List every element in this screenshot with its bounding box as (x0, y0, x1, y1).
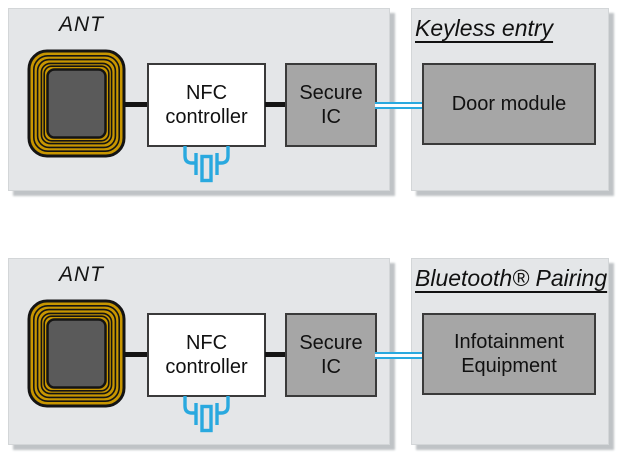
secure-ic-to-door-module-link (375, 102, 422, 109)
door-module-label: Door module (451, 92, 567, 115)
antenna-label: ANT (59, 13, 104, 36)
keyless-entry-section: ANT NFC controller Secure IC (0, 8, 620, 191)
bluetooth-pairing-panel: Bluetooth® Pairing Infotainment Equipmen… (411, 258, 609, 445)
infotainment-equipment-label: Infotainment Equipment (453, 330, 565, 377)
nfc-controller-box: NFC controller (147, 63, 266, 147)
antenna-to-nfc-wire (125, 102, 149, 107)
antenna-coil-icon (27, 49, 126, 158)
antenna-to-nfc-wire (125, 352, 149, 357)
bluetooth-pairing-section: ANT NFC controller Secure IC (0, 258, 620, 445)
nfc-controller-label: NFC controller (165, 81, 248, 128)
nfc-system-panel-bluetooth: ANT NFC controller Secure IC (8, 258, 390, 445)
bluetooth-pairing-title: Bluetooth® Pairing (415, 265, 608, 291)
secure-ic-label: Secure IC (299, 81, 363, 128)
door-module-box: Door module (422, 63, 596, 145)
secure-ic-box: Secure IC (285, 63, 377, 147)
antenna-label: ANT (59, 263, 104, 286)
secure-ic-label: Secure IC (299, 331, 363, 378)
keyless-entry-panel: Keyless entry Door module (411, 8, 609, 191)
nfc-to-secure-ic-wire (265, 352, 287, 357)
antenna-coil-icon (27, 299, 126, 408)
keyless-entry-title: Keyless entry (415, 15, 554, 41)
crystal-oscillator-icon (183, 396, 230, 433)
infotainment-equipment-box: Infotainment Equipment (422, 313, 596, 395)
crystal-oscillator-icon (183, 146, 230, 183)
nfc-controller-label: NFC controller (165, 331, 248, 378)
nfc-system-panel-keyless: ANT NFC controller Secure IC (8, 8, 390, 191)
nfc-to-secure-ic-wire (265, 102, 287, 107)
secure-ic-box: Secure IC (285, 313, 377, 397)
nfc-controller-box: NFC controller (147, 313, 266, 397)
secure-ic-to-infotainment-link (375, 352, 422, 359)
